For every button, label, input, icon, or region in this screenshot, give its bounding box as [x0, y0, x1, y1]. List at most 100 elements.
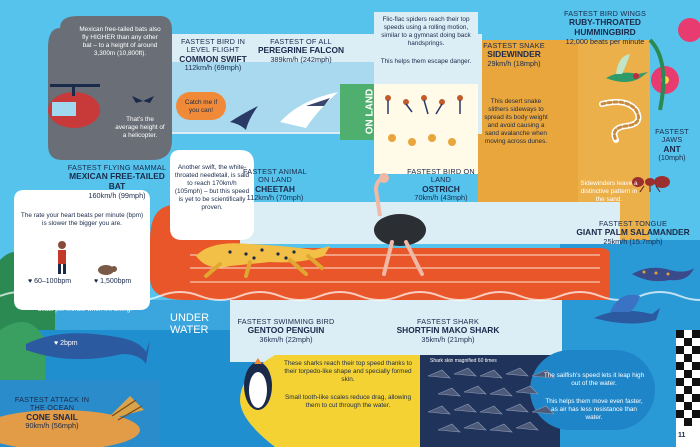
- shark-name: SHORTFIN MAKO SHARK: [396, 325, 500, 336]
- swift-category: FASTEST BIRD IN LEVEL FLIGHT: [180, 37, 246, 55]
- shark-category: FASTEST SHARK: [416, 317, 480, 326]
- swift-speed: 112km/h (69mph): [184, 63, 242, 73]
- shark-info-bubble: [240, 355, 420, 447]
- hummingbird-category: FASTEST BIRD WINGS: [563, 9, 647, 18]
- sailfish-note-1: The sailfish's speed lets it leap high o…: [543, 372, 645, 387]
- heart-icon-whale: ♥: [54, 340, 59, 347]
- sailfish-icon: [594, 294, 660, 324]
- bat-name: MEXICAN FREE-TAILED BAT: [69, 171, 165, 192]
- hummingbird-name: RUBY-THROATED HUMMINGBIRD: [569, 17, 641, 38]
- sailfish-note-2: This helps them move even faster, as air…: [545, 398, 643, 421]
- helicopter-icon: [48, 84, 100, 128]
- page-number: 11: [678, 432, 686, 439]
- penguin-label: FASTEST SWIMMING BIRD GENTOO PENGUIN 36k…: [234, 317, 338, 345]
- falcon-label: FASTEST OF ALL PEREGRINE FALCON 389km/h …: [256, 37, 346, 65]
- bats-height-note: Mexican free-tailed bats also fly HIGHER…: [79, 26, 161, 57]
- heart-icon: ♥: [28, 278, 33, 285]
- falcon-category: FASTEST OF ALL: [270, 37, 332, 46]
- swift-name: COMMON SWIFT: [179, 53, 247, 64]
- flicflac-spider-sequence: [385, 95, 463, 146]
- ostrich-speed: 70km/h (43mph): [414, 193, 468, 203]
- person-bpm: 60–100bpm: [34, 278, 72, 285]
- under-water-label: UNDER WATER: [170, 312, 210, 337]
- on-land-label: ON LAND: [364, 88, 376, 135]
- shark-note-1: These sharks reach their top speed thank…: [284, 360, 412, 383]
- falcon-name: PEREGRINE FALCON: [257, 45, 345, 56]
- cheetah-icon: [196, 243, 330, 278]
- penguin-category: FASTEST SWIMMING BIRD: [237, 317, 335, 326]
- flicflac-note-1: Flic-flac spiders reach their top speeds…: [381, 16, 471, 47]
- sidewinder-trail-note: Sidewinders leave a distinctive pattern …: [580, 180, 638, 203]
- swift-label: FASTEST BIRD IN LEVEL FLIGHT COMMON SWIF…: [172, 37, 254, 73]
- hummingbird-label: FASTEST BIRD WINGS RUBY-THROATED HUMMING…: [556, 9, 654, 46]
- hummingbird-icon: [606, 54, 648, 82]
- ant-label: FASTEST JAWS ANT (10mph): [650, 127, 694, 163]
- sidewinder-category: FASTEST SNAKE: [483, 41, 545, 50]
- shark-skin-scales: [427, 367, 555, 433]
- cheetah-speed: 112km/h (70mph): [246, 193, 304, 203]
- heart-icon-small: ♥: [94, 278, 99, 285]
- heart-rate-note: The rate your heart beats per minute (bp…: [20, 212, 144, 227]
- catch-me-text: Catch me if you can!: [184, 99, 218, 114]
- cone-name: CONE SNAIL: [26, 411, 78, 422]
- salamander-speed: 25km/h (15.7mph): [603, 237, 663, 247]
- ostrich-label: FASTEST BIRD ON LAND OSTRICH 70km/h (43m…: [396, 167, 486, 203]
- ostrich-icon: [373, 173, 426, 276]
- helicopter-note: That's the average height of a helicopte…: [115, 116, 165, 139]
- penguin-name: GENTOO PENGUIN: [247, 325, 325, 336]
- hummingbird-speed: 12,000 beats per minute: [565, 36, 645, 46]
- salamander-icon: [632, 267, 694, 282]
- cone-snail-label: FASTEST ATTACK IN THE OCEAN CONE SNAIL 9…: [12, 395, 92, 431]
- finish-checker-flag: [676, 330, 700, 447]
- on-land-label-wrap: ON LAND: [360, 89, 380, 135]
- falcon-speed: 389km/h (242mph): [270, 55, 332, 65]
- whale-bpm: 2bpm: [60, 340, 78, 347]
- ant-category: FASTEST JAWS: [655, 127, 689, 145]
- needletail-box: [170, 150, 254, 240]
- sidewinder-speed: 29km/h (18mph): [487, 59, 541, 69]
- salamander-name: GIANT PALM SALAMANDER: [576, 227, 690, 238]
- penguin-speed: 36km/h (22mph): [259, 335, 313, 345]
- ant-name: ANT: [663, 143, 681, 154]
- ostrich-category: FASTEST BIRD ON LAND: [407, 167, 475, 185]
- person-bpm-wrap: ♥ 60–100bpm: [28, 278, 71, 285]
- sidewinder-name: SIDEWINDER: [487, 49, 541, 60]
- cone-snail-icon: [106, 396, 144, 421]
- falcon-icon: [280, 92, 338, 128]
- bat-category: FASTEST FLYING MAMMAL: [67, 163, 167, 172]
- person-icon: [58, 241, 66, 274]
- shark-note-2: Small tooth-like scales reduce drag, all…: [284, 394, 412, 409]
- flicflac-note-2: This helps them escape danger.: [380, 58, 472, 65]
- salamander-category: FASTEST TONGUE: [598, 219, 668, 228]
- catch-me-bubble: Catch me if you can!: [176, 92, 226, 120]
- salamander-label: FASTEST TONGUE GIANT PALM SALAMANDER 25k…: [568, 219, 698, 247]
- bat-speed: 160km/h (99mph): [88, 190, 146, 200]
- shrew-icon: [98, 265, 117, 275]
- whale-bpm-wrap: ♥ 2bpm: [54, 340, 78, 347]
- sidewinder-label: FASTEST SNAKE SIDEWINDER 29km/h (18mph): [478, 41, 550, 69]
- sailfish-box: [530, 350, 655, 430]
- bat-label: FASTEST FLYING MAMMAL MEXICAN FREE-TAILE…: [62, 163, 172, 200]
- needletail-note: Another swift, the white-throated needle…: [174, 164, 250, 211]
- shark-label: FASTEST SHARK SHORTFIN MAKO SHARK 35km/h…: [396, 317, 500, 345]
- sidewinder-note: This desert snake slithers sideways to s…: [484, 98, 548, 145]
- shark-speed: 35km/h (21mph): [421, 335, 475, 345]
- penguin-icon: [244, 358, 272, 410]
- running-track: [150, 205, 610, 300]
- shrew-bpm: 1,500bpm: [100, 278, 132, 285]
- ant-speed: (10mph): [658, 153, 686, 163]
- heart-box: [14, 190, 150, 310]
- underwater-band: [230, 300, 562, 362]
- shrew-bpm-wrap: ♥ 1,500bpm: [94, 278, 131, 285]
- blue-whale-icon: [26, 333, 150, 364]
- sidewinder-snake-icon: [599, 99, 642, 143]
- ant-icon: [632, 176, 670, 193]
- swift-bird-icon: [230, 106, 258, 130]
- whale-note: A blue whale's heart can drop as low as …: [26, 298, 144, 313]
- flicflac-note-box: [374, 12, 478, 84]
- cheetah-label: FASTEST ANIMAL ON LAND CHEETAH 112km/h (…: [238, 167, 312, 203]
- bat-icon: [132, 96, 154, 103]
- cone-category: FASTEST ATTACK IN THE OCEAN: [14, 395, 90, 413]
